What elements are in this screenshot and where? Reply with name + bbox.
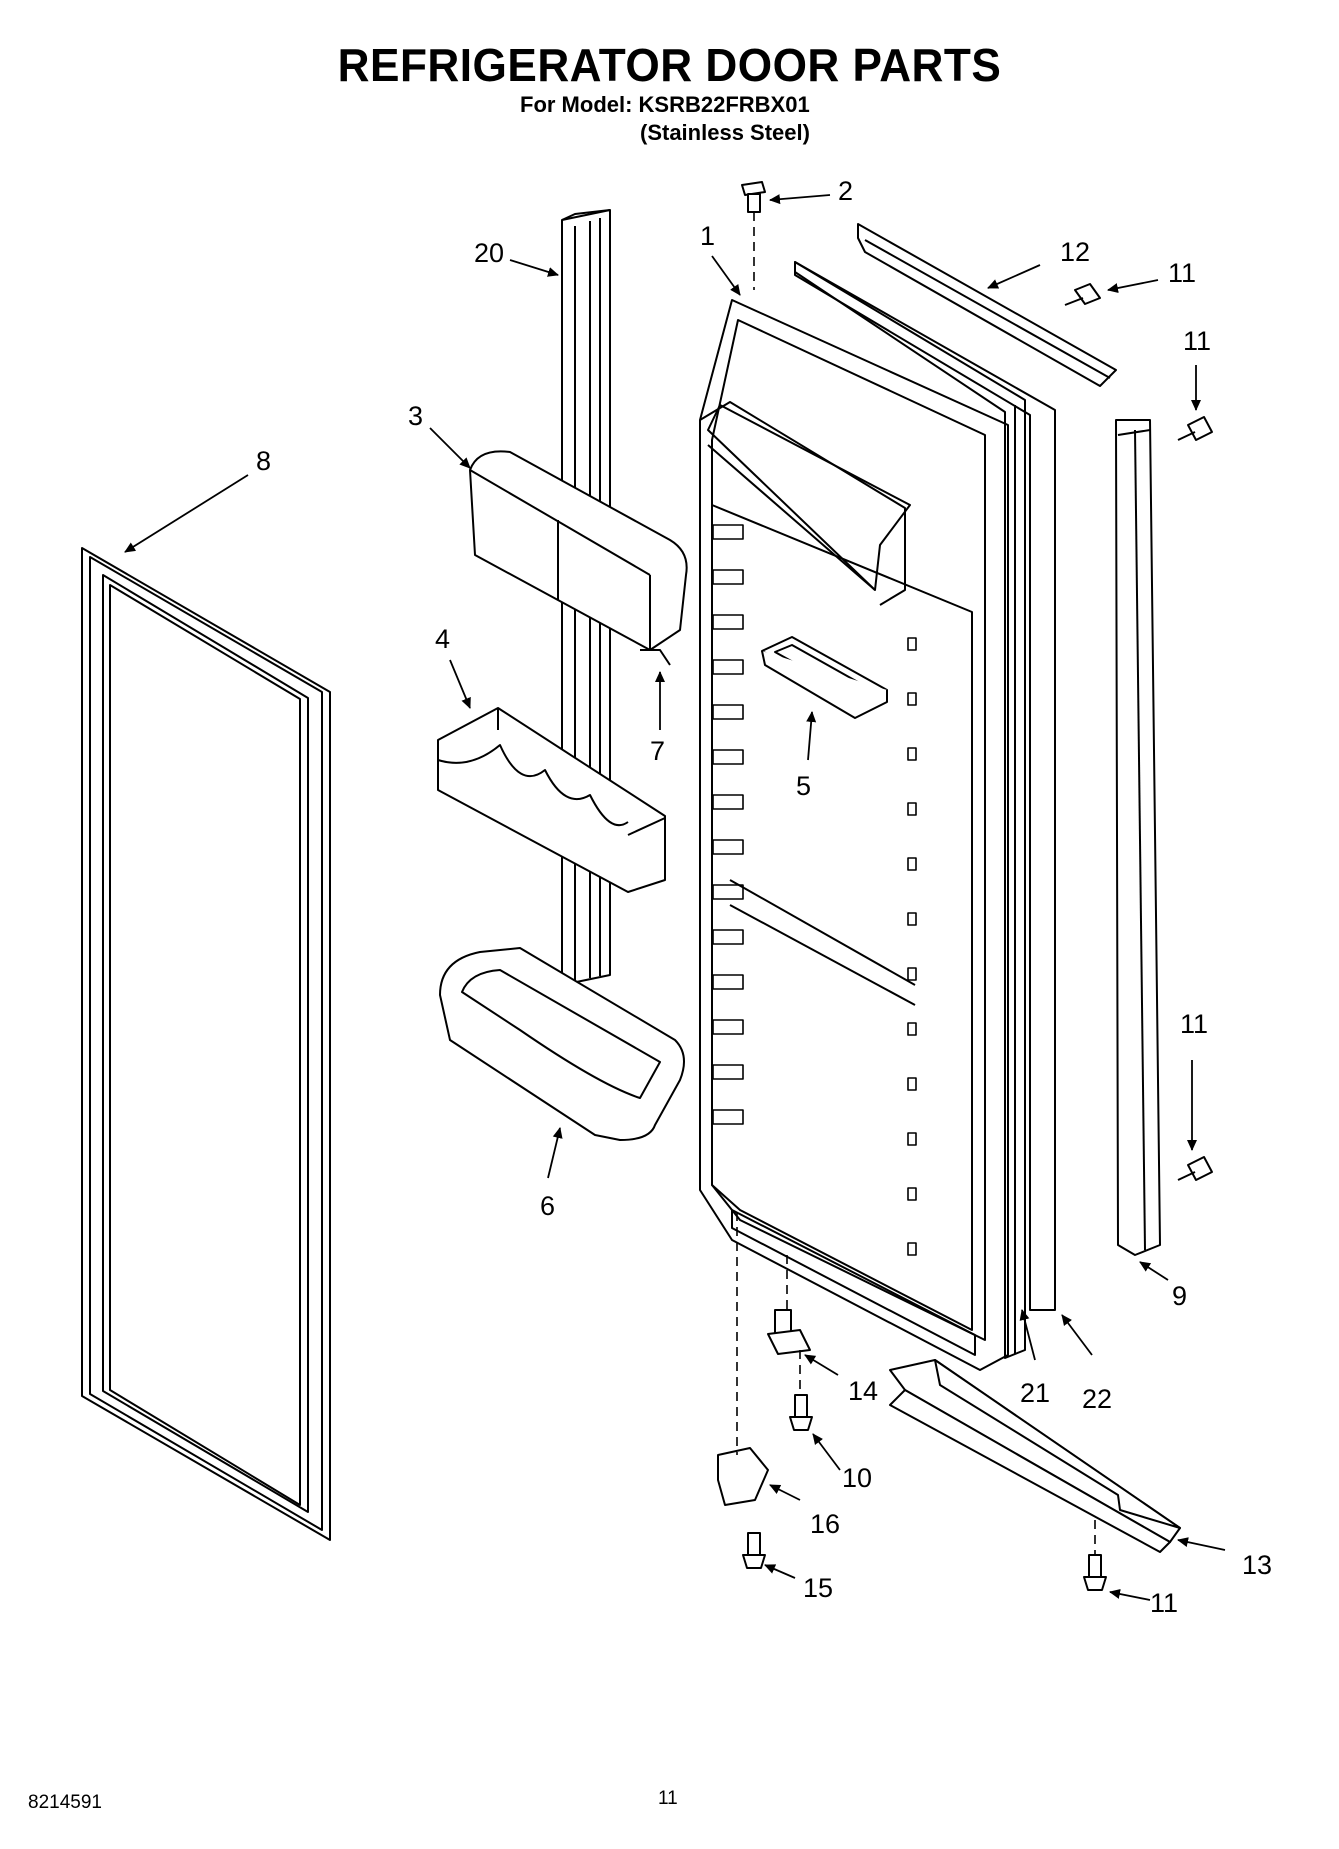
callout-6: 6 (540, 1191, 555, 1221)
screw-part-11-lower (1177, 1156, 1213, 1181)
callout-11-bottom: 11 (1150, 1588, 1178, 1618)
screw-part-11-bottom (1083, 1554, 1107, 1591)
callout-16: 16 (810, 1509, 840, 1539)
callout-7: 7 (650, 736, 665, 766)
callout-labels: 1 2 3 4 5 6 7 8 9 10 11 11 11 11 12 13 1… (256, 176, 1272, 1618)
callout-8: 8 (256, 446, 271, 476)
callout-1: 1 (700, 221, 715, 251)
screw-part-10 (789, 1394, 813, 1431)
leader-15-16 (769, 1484, 801, 1501)
leader-2 (769, 194, 831, 205)
leader-13 (1177, 1537, 1226, 1551)
screw-part-15 (742, 1532, 766, 1569)
door-panel-part-21 (794, 261, 1026, 1359)
page-title: REFRIGERATOR DOOR PARTS (337, 39, 1002, 91)
door-bin-part-6 (439, 947, 685, 1141)
door-panel-part-22 (794, 261, 1056, 1311)
callout-20: 20 (474, 238, 504, 268)
leader-1 (711, 255, 741, 296)
door-gasket-part-8 (81, 547, 331, 1541)
leader-4 (449, 659, 471, 709)
callout-4: 4 (435, 624, 450, 654)
document-number: 8214591 (28, 1792, 102, 1813)
can-bin-part-4 (437, 707, 666, 893)
callout-12: 12 (1060, 237, 1090, 267)
callout-10: 10 (842, 1463, 872, 1493)
leader-8 (124, 474, 249, 553)
screw-part-11-side (1177, 416, 1213, 441)
leader-5 (806, 711, 817, 761)
leader-9 (1139, 1261, 1169, 1281)
leader-11d (1109, 1589, 1151, 1601)
leader-10 (812, 1433, 841, 1471)
small-tray-part-5 (761, 636, 888, 719)
door-liner-part-1 (699, 299, 1009, 1371)
leader-3 (429, 427, 471, 469)
leader-14 (804, 1354, 839, 1376)
dairy-cover-part-3 (469, 450, 688, 666)
leader-20 (509, 259, 559, 277)
model-variant: (Stainless Steel) (640, 120, 810, 145)
callout-21: 21 (1020, 1378, 1050, 1408)
leader-15 (764, 1564, 796, 1579)
screw-part-2 (741, 181, 766, 213)
callout-9: 9 (1172, 1281, 1187, 1311)
callout-11-side: 11 (1183, 326, 1211, 356)
callout-13: 13 (1242, 1550, 1272, 1580)
callout-11-lower: 11 (1180, 1009, 1208, 1039)
leader-22 (1061, 1314, 1093, 1356)
screw-part-11-top (1064, 283, 1101, 306)
callout-3: 3 (408, 401, 423, 431)
hinge-pin-part-14 (767, 1309, 811, 1355)
callout-15: 15 (803, 1573, 833, 1603)
leader-6 (547, 1127, 563, 1179)
callout-2: 2 (838, 176, 853, 206)
hinge-bracket-part-16 (717, 1447, 769, 1506)
side-trim-part-9 (1115, 419, 1161, 1256)
bottom-trim-part-13 (889, 1359, 1181, 1553)
model-number: For Model: KSRB22FRBX01 (520, 92, 810, 117)
callout-22: 22 (1082, 1384, 1112, 1414)
leader-11a (1107, 279, 1159, 293)
leader-21 (1019, 1309, 1036, 1361)
leader-12 (987, 264, 1041, 289)
page-number: 11 (658, 1788, 678, 1809)
callout-5: 5 (796, 771, 811, 801)
top-trim-part-12 (857, 223, 1117, 387)
callout-14: 14 (848, 1376, 878, 1406)
callout-11-top: 11 (1168, 258, 1196, 288)
